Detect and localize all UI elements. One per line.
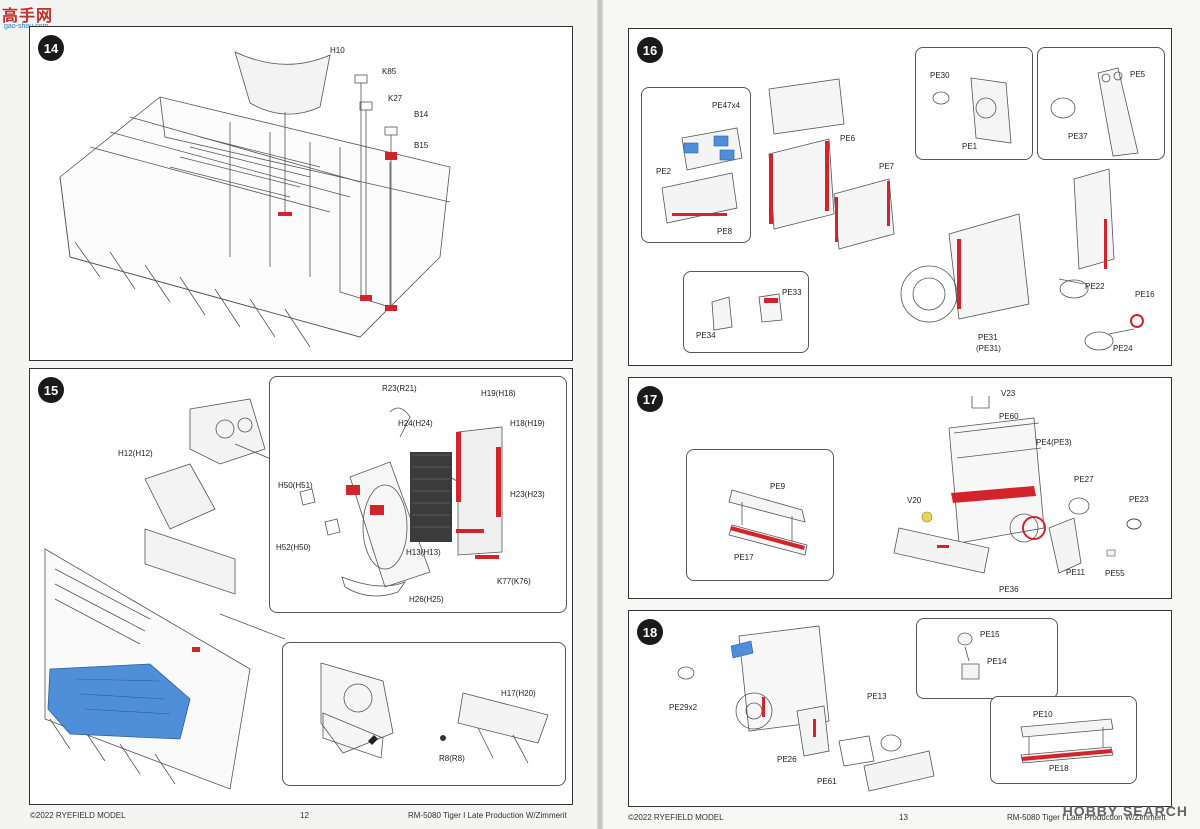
label-pe9: PE9 bbox=[770, 482, 786, 491]
label-pe14: PE14 bbox=[987, 657, 1007, 666]
label-pe10: PE10 bbox=[1033, 710, 1053, 719]
label-k77: K77(K76) bbox=[497, 577, 531, 586]
step-17-number: 17 bbox=[637, 386, 663, 412]
label-pe30: PE30 bbox=[930, 71, 950, 80]
label-h52: H52(H50) bbox=[276, 543, 311, 552]
label-pe34: PE34 bbox=[696, 331, 716, 340]
site-logo[interactable]: 高手网 bbox=[2, 8, 54, 25]
label-pe4: PE4(PE3) bbox=[1036, 438, 1072, 447]
pe5-detail-drawing bbox=[1050, 67, 1139, 157]
step-14-panel: 14 H10 K85 K27 B14 B15 bbox=[29, 26, 573, 361]
left-footer-page: 12 bbox=[300, 811, 309, 820]
label-pe8: PE8 bbox=[717, 227, 733, 236]
label-pe2: PE2 bbox=[656, 167, 672, 176]
label-pe36: PE36 bbox=[999, 585, 1019, 594]
label-v23: V23 bbox=[1001, 389, 1016, 398]
pe33-detail-drawing bbox=[711, 293, 783, 331]
right-footer-title: RM-5080 Tiger I Late Production W/Zimmer… bbox=[1007, 813, 1166, 822]
label-r8: R8(R8) bbox=[439, 754, 465, 763]
label-r23: R23(R21) bbox=[382, 384, 417, 393]
label-pe5: PE5 bbox=[1130, 70, 1146, 79]
label-h50: H50(H51) bbox=[278, 481, 313, 490]
label-pe11: PE11 bbox=[1066, 568, 1085, 577]
step-18-detail-pe18: PE10 PE18 bbox=[990, 696, 1137, 784]
label-pe22: PE22 bbox=[1085, 282, 1105, 291]
right-footer-copyright: ©2022 RYEFIELD MODEL bbox=[628, 813, 724, 822]
step-16-number: 16 bbox=[637, 37, 663, 63]
step-16-detail-pe1: PE30 PE1 bbox=[915, 47, 1033, 160]
label-pe18: PE18 bbox=[1049, 764, 1069, 773]
step-17-panel: 17 PE9 PE17 V23 PE60 PE4( bbox=[628, 377, 1172, 599]
radiator-detail-drawing bbox=[299, 407, 503, 597]
right-footer-page: 13 bbox=[899, 813, 908, 822]
hobby-search-watermark[interactable]: HOBBY SEARCH bbox=[1062, 803, 1188, 819]
step-14-illustration bbox=[59, 51, 451, 348]
label-pe13: PE13 bbox=[867, 692, 887, 701]
label-b14: B14 bbox=[414, 110, 429, 119]
pe2-detail-drawing bbox=[661, 127, 743, 224]
label-h24: H24(H24) bbox=[398, 419, 433, 428]
label-h12: H12(H12) bbox=[118, 449, 153, 458]
step-15-illustration bbox=[44, 398, 296, 790]
label-h10: H10 bbox=[330, 46, 345, 55]
label-pe33: PE33 bbox=[782, 288, 802, 297]
label-pe16: PE16 bbox=[1135, 290, 1155, 299]
label-pe37: PE37 bbox=[1068, 132, 1088, 141]
page-gutter bbox=[597, 0, 603, 829]
step-15-number: 15 bbox=[38, 377, 64, 403]
label-pe1: PE1 bbox=[962, 142, 978, 151]
label-pe24: PE24 bbox=[1113, 344, 1133, 353]
label-pe29: PE29x2 bbox=[669, 703, 698, 712]
site-logo-url[interactable]: gao-shou.com bbox=[4, 23, 49, 30]
left-footer-title: RM-5080 Tiger I Late Production W/Zimmer… bbox=[408, 811, 567, 820]
label-h19: H19(H18) bbox=[481, 389, 516, 398]
pe1-detail-drawing bbox=[932, 77, 1012, 144]
label-k27: K27 bbox=[388, 94, 403, 103]
label-b15: B15 bbox=[414, 141, 429, 150]
label-pe61: PE61 bbox=[817, 777, 837, 786]
pe18-detail-drawing bbox=[1020, 718, 1114, 764]
step-15-panel: 15 H12(H12) bbox=[29, 368, 573, 805]
label-pe6: PE6 bbox=[840, 134, 856, 143]
step-18-number: 18 bbox=[637, 619, 663, 645]
label-k85: K85 bbox=[382, 67, 397, 76]
step-16-panel: 16 PE47x4 PE2 PE8 bbox=[628, 28, 1172, 366]
label-h26: H26(H25) bbox=[409, 595, 444, 604]
label-h13: H13(H13) bbox=[406, 548, 441, 557]
step-16-detail-pe5: PE5 PE37 bbox=[1037, 47, 1165, 160]
step-17-detail-pe9: PE9 PE17 bbox=[686, 449, 834, 581]
label-h23: H23(H23) bbox=[510, 490, 545, 499]
label-h18: H18(H19) bbox=[510, 419, 545, 428]
pe14-detail-drawing bbox=[957, 632, 980, 680]
step-18-detail-pe14: PE15 PE14 bbox=[916, 618, 1058, 699]
step-16-detail-pe33: PE33 PE34 bbox=[683, 271, 809, 353]
step-17-illustration bbox=[893, 396, 1142, 574]
label-pe60: PE60 bbox=[999, 412, 1019, 421]
step-15-detail-radiator: R23(R21) H19(H18) H24(H24) H18(H19) H50(… bbox=[269, 376, 567, 613]
label-pe15: PE15 bbox=[980, 630, 1000, 639]
label-pe23: PE23 bbox=[1129, 495, 1149, 504]
label-pe27: PE27 bbox=[1074, 475, 1094, 484]
left-footer-copyright: ©2022 RYEFIELD MODEL bbox=[30, 811, 126, 820]
label-pe7: PE7 bbox=[879, 162, 895, 171]
step-16-detail-pe2: PE47x4 PE2 PE8 bbox=[641, 87, 751, 243]
label-pe26: PE26 bbox=[777, 755, 797, 764]
pe9-detail-drawing bbox=[728, 489, 808, 556]
step-14-number: 14 bbox=[38, 35, 64, 61]
label-pe31b: (PE31) bbox=[976, 344, 1001, 353]
label-pe17: PE17 bbox=[734, 553, 754, 562]
label-v20: V20 bbox=[907, 496, 922, 505]
label-h17: H17(H20) bbox=[501, 689, 536, 698]
label-pe55: PE55 bbox=[1105, 569, 1125, 578]
step-18-illustration bbox=[677, 625, 935, 792]
step-15-detail-bracket: H17(H20) R8(R8) bbox=[282, 642, 566, 786]
step-18-panel: 18 PE29x2 PE13 PE26 PE61 PE15 PE14 bbox=[628, 610, 1172, 807]
bracket-detail-drawing bbox=[320, 662, 549, 764]
step-16-illustration bbox=[768, 78, 1144, 351]
label-pe47: PE47x4 bbox=[712, 101, 741, 110]
label-pe31: PE31 bbox=[978, 333, 998, 342]
